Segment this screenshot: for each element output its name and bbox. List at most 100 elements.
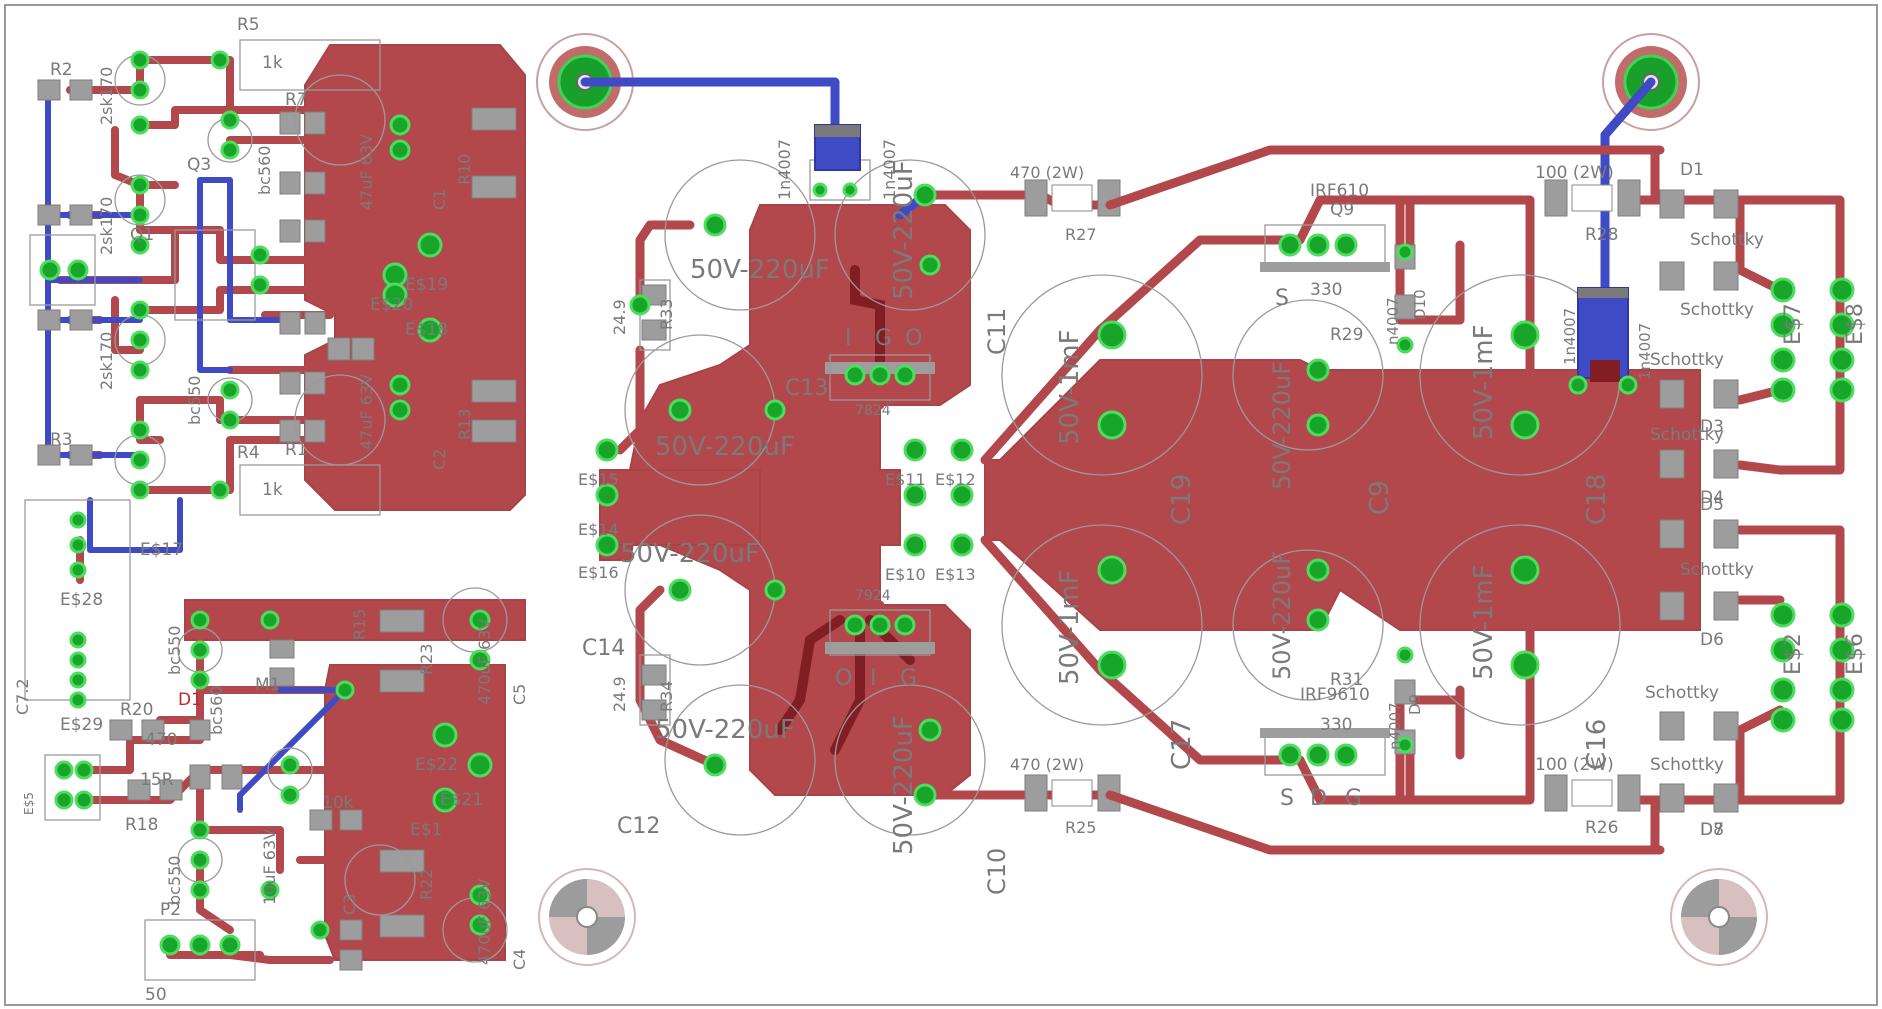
label-es17: E$17	[140, 540, 183, 560]
label-d1-small: D1	[178, 690, 202, 710]
label-c15-value: 50V-220uF	[655, 432, 795, 462]
label-pin-o-bottom: O	[835, 666, 852, 691]
label-q1: Q1	[130, 225, 154, 245]
label-p2: P2	[160, 900, 181, 920]
label-es16: E$16	[578, 563, 619, 582]
label-n4007-bottom: n4007	[1386, 702, 1404, 750]
label-r3: R3	[50, 430, 73, 450]
smd-center	[641, 124, 1121, 812]
label-7924: 7924	[855, 588, 891, 604]
label-irf9610: IRF9610	[1300, 685, 1370, 705]
label-q9: Q9	[1330, 200, 1354, 220]
label-irf610: IRF610	[1310, 181, 1369, 201]
labels-right-rotated: 50V-1mF C19 50V-1mF C17 50V-220uF C9 50V…	[1055, 289, 1868, 770]
label-es11: E$11	[885, 470, 926, 489]
label-c72: C7.2	[13, 678, 32, 715]
label-c12: C12	[617, 814, 660, 839]
label-q7-value: bc560	[207, 686, 226, 736]
label-es1: E$1	[410, 820, 442, 840]
label-es8: E$8	[1843, 303, 1868, 345]
label-d2-part: 1n4007	[775, 139, 794, 200]
label-r18: R18	[125, 815, 158, 835]
label-es29: E$29	[60, 715, 103, 735]
label-r26-value: 100 (2W)	[1535, 755, 1614, 775]
label-d1: D1	[1680, 160, 1704, 180]
mount-hole-bottom-left	[538, 868, 636, 966]
label-pin-i-top: I	[845, 326, 852, 351]
label-c1-value: 47uF 63V	[357, 134, 376, 210]
label-r5: R5	[237, 15, 260, 35]
label-d9: D9	[1406, 694, 1424, 715]
label-r13: R13	[455, 409, 474, 440]
label-r2: R2	[50, 60, 73, 80]
label-c13-value: 50V-220uF	[690, 255, 830, 285]
label-r18-value: 15R	[140, 770, 174, 790]
label-q5-value: bc550	[185, 376, 204, 426]
pads-left	[39, 50, 493, 956]
label-r7: R7	[285, 90, 308, 110]
label-7824: 7824	[855, 403, 891, 419]
label-es5: E$5	[22, 792, 36, 815]
label-r20: R20	[120, 700, 153, 720]
smd-left-column	[37, 79, 517, 971]
label-r22: R22	[417, 869, 436, 900]
label-q3: Q3	[187, 155, 211, 175]
label-c2-value: 47uF 63V	[357, 374, 376, 450]
label-r15: R15	[350, 609, 369, 640]
label-d6: D6	[1700, 630, 1724, 650]
labels-center: 50V-220uF C13 50V-220uF 50V-220uF C14 50…	[578, 163, 1096, 839]
label-q8-value: bc550	[165, 856, 184, 906]
label-es10: E$10	[885, 565, 926, 584]
red-traces-right	[980, 145, 1845, 855]
label-d4: D4	[1700, 488, 1724, 508]
label-c10-value: 50V-220uF	[889, 715, 919, 855]
label-d10: D10	[1411, 289, 1429, 320]
label-r25: R25	[1065, 818, 1096, 837]
label-schottky-5: Schottky	[1680, 560, 1754, 580]
copper-pour-regulator-left-arm	[599, 469, 761, 546]
label-r27-value: 470 (2W)	[1010, 163, 1084, 182]
label-c3: C3	[340, 894, 359, 915]
label-schottky-2: Schottky	[1680, 300, 1754, 320]
label-schottky-1: Schottky	[1690, 230, 1764, 250]
label-r16-value: 10k	[322, 793, 354, 813]
smd-right	[1394, 179, 1739, 813]
label-p2-value: 50	[145, 985, 167, 1005]
red-traces-center	[615, 190, 1115, 800]
label-es13: E$13	[935, 565, 976, 584]
label-c2: C2	[430, 449, 449, 470]
label-pin-g-bottom: G	[900, 666, 917, 691]
label-c17-value: 50V-1mF	[1055, 569, 1085, 685]
label-c8-value: 50V-220uF	[1268, 551, 1296, 680]
silk-caps-right	[1001, 274, 1621, 726]
label-r34: R34	[657, 681, 676, 712]
label-es22: E$22	[415, 755, 458, 775]
label-q1-value: 2sk170	[97, 67, 116, 125]
label-r28: R28	[1585, 225, 1618, 245]
pads-center	[595, 182, 974, 807]
label-c4: C4	[510, 949, 529, 970]
labels-left: R5 1k R4 1k R7 R1 R2 R3 Q1 Q3 E$17 E$28 …	[50, 15, 483, 1005]
label-pin-s-top: S	[1275, 286, 1289, 311]
label-c5: C5	[510, 684, 529, 705]
labels-left-rotated: 2sk170 2sk170 2sk170 bc550 bc560 47uF 63…	[13, 67, 529, 970]
label-es20: E$20	[370, 295, 413, 315]
label-es19: E$19	[405, 275, 448, 295]
label-c18-value: 50V-1mF	[1469, 324, 1499, 440]
label-pin-d-bottom: D	[1310, 786, 1327, 811]
label-c16-value: 50V-1mF	[1469, 564, 1499, 680]
label-d8: D8	[1700, 820, 1724, 840]
label-d1-part: 1n4007	[880, 139, 899, 200]
label-es21: E$21	[440, 790, 483, 810]
label-c3-value: 10uF 63V	[260, 829, 279, 905]
label-c9: C9	[1365, 480, 1395, 515]
label-es15: E$15	[578, 470, 619, 489]
label-n4007-top: n4007	[1384, 297, 1402, 345]
regulator-section: 50V-220uF C13 50V-220uF 50V-220uF C14 50…	[578, 77, 1656, 895]
label-q3-value: bc560	[255, 146, 274, 196]
label-r34-value: 24.9	[610, 676, 629, 712]
label-1n4007-right-b: 1n4007	[1636, 323, 1654, 380]
label-c5-value: 470uF 63V	[475, 619, 494, 705]
